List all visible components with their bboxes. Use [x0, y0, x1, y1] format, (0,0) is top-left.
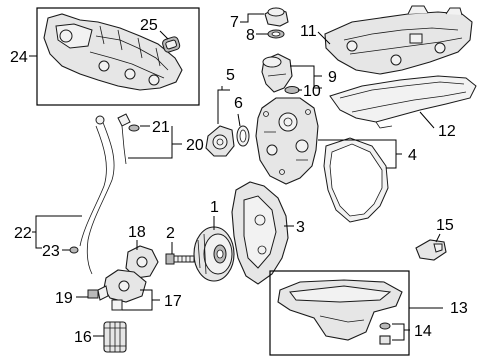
- timing-cover-drawing: [231, 181, 289, 285]
- leader-5: [217, 86, 230, 124]
- callout-21: 21: [152, 119, 170, 136]
- dipstick-tube-drawing: [79, 113, 131, 275]
- callout-25: 25: [140, 17, 158, 34]
- callout-15: 15: [436, 217, 454, 234]
- callout-17: 17: [164, 293, 182, 310]
- leader-25: [159, 30, 169, 40]
- drain-plug-drawing: [379, 322, 391, 345]
- leader-7: [240, 13, 264, 23]
- leader-11: [317, 31, 331, 45]
- water-outlet-drawing: [261, 53, 293, 93]
- callout-7: 7: [230, 14, 239, 31]
- o-ring-8-drawing: [267, 29, 285, 39]
- callout-23: 23: [42, 243, 60, 260]
- gasket-25-drawing: [162, 36, 181, 53]
- callout-9: 9: [328, 69, 337, 86]
- callout-16: 16: [74, 329, 92, 346]
- callout-11: 11: [300, 23, 317, 40]
- intake-manifold-drawing: [43, 13, 183, 91]
- damper-bolt-drawing: [165, 253, 195, 265]
- oil-pressure-sensor-drawing: [87, 285, 109, 301]
- oil-filter-adapter-drawing: [125, 245, 159, 279]
- callout-4: 4: [408, 147, 417, 164]
- leader-20: [128, 126, 182, 159]
- callout-18: 18: [128, 224, 146, 241]
- callout-10: 10: [303, 83, 321, 100]
- callout-1: 1: [210, 199, 219, 216]
- water-pump-drawing: [205, 125, 235, 157]
- o-ring-21-drawing: [128, 124, 140, 132]
- oil-pan-box: [269, 270, 410, 356]
- o-ring-23-drawing: [69, 246, 79, 254]
- leader-17: [122, 289, 160, 311]
- callout-3: 3: [296, 219, 305, 236]
- gasket-6-drawing: [236, 125, 250, 147]
- callout-2: 2: [166, 225, 175, 242]
- callout-6: 6: [234, 95, 243, 112]
- oil-filter-drawing: [103, 321, 127, 353]
- leader-9: [290, 65, 322, 77]
- leader-14: [392, 323, 410, 341]
- callout-20: 20: [186, 137, 204, 154]
- valve-cover-gasket-drawing: [329, 75, 477, 129]
- leader-4: [318, 139, 402, 169]
- callout-13: 13: [450, 300, 468, 317]
- bracket-9-10: [313, 76, 322, 89]
- oil-level-sensor-drawing: [415, 239, 447, 261]
- leader-6: [237, 113, 241, 127]
- oil-pan-drawing: [277, 279, 403, 341]
- callout-5: 5: [226, 67, 235, 84]
- front-cover-drawing: [255, 97, 319, 185]
- leader-12: [419, 111, 435, 129]
- callout-24: 24: [10, 49, 28, 66]
- thermostat-cap-drawing: [264, 7, 289, 27]
- crankshaft-damper-drawing: [193, 226, 235, 282]
- oil-pump-housing-drawing: [103, 269, 147, 311]
- callout-12: 12: [438, 123, 456, 140]
- seal-10-drawing: [284, 86, 300, 94]
- valve-cover-drawing: [324, 5, 473, 75]
- callout-14: 14: [414, 323, 432, 340]
- leader-15: [435, 233, 441, 243]
- leader-22: [32, 215, 82, 249]
- callout-22: 22: [14, 225, 32, 242]
- front-cover-gasket-drawing: [323, 137, 389, 223]
- callout-19: 19: [55, 290, 73, 307]
- callout-8: 8: [246, 27, 255, 44]
